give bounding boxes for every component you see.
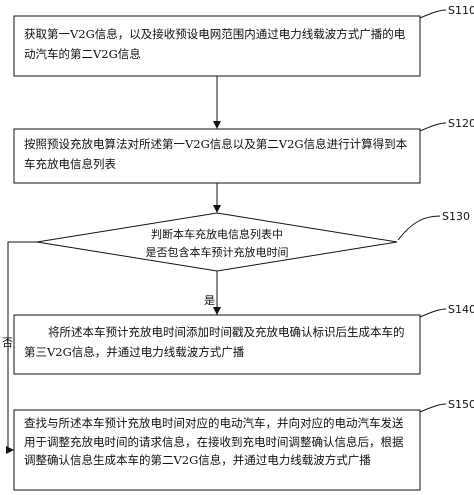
s140-text: 将所述本车预计充放电时间添加时间戳及充放电确认标识后生成本车的第三V2G信息，并… [24, 325, 405, 360]
s110-text: 获取第一V2G信息，以及接收预设电网范围内通过电力线载波方式广播的电动汽车的第二… [24, 27, 406, 62]
s150-id: S150 [448, 398, 474, 411]
s140-leader [419, 308, 447, 318]
s130-text-line2: 是否包含本车预计充放电时间 [146, 245, 289, 259]
s130-text-line1: 判断本车充放电信息列表中 [151, 227, 283, 241]
s130-id: S130 [442, 210, 470, 223]
arrow-s130-no-path [7, 241, 37, 450]
s150-leader [419, 403, 447, 413]
s120-text: 按照预设充放电算法对所述第一V2G信息以及第二V2G信息进行计算得到本车充放电信… [24, 137, 408, 172]
s130-leader [397, 215, 441, 241]
s130-decision [36, 212, 398, 272]
yes-label: 是 [204, 294, 215, 307]
s140-box [13, 314, 421, 375]
s140-id: S140 [448, 303, 474, 316]
s150-box [13, 409, 421, 491]
s120-leader [419, 122, 447, 132]
s120-id: S120 [448, 117, 474, 130]
s110-id: S110 [448, 4, 474, 17]
s150-text: 查找与所述本车预计充放电时间对应的电动汽车，并向对应的电动汽车发送用于调整充放电… [24, 416, 404, 468]
s110-leader [419, 9, 447, 19]
no-label: 否 [2, 336, 13, 349]
